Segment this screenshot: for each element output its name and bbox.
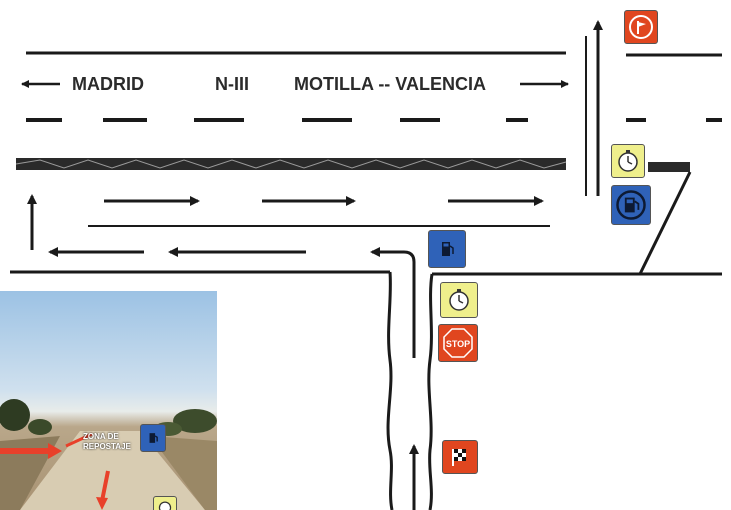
turn-arrow-west — [370, 247, 416, 358]
stopwatch-icon — [618, 150, 638, 172]
label-madrid: MADRID — [72, 74, 144, 94]
label-valencia: MOTILLA -- VALENCIA — [294, 74, 486, 94]
photo-stopwatch-sign — [153, 496, 177, 510]
label-road-name: N-III — [215, 74, 249, 94]
median-barrier-right — [648, 162, 690, 172]
stop-sign: STOP — [438, 324, 478, 362]
refuel-zone-note: ZONA DE REPOSTAJE — [83, 432, 131, 451]
finish-sign — [442, 440, 478, 474]
stopwatch-icon — [449, 289, 469, 311]
checkered-flag-icon — [452, 449, 466, 466]
stopwatch-icon — [158, 501, 172, 510]
stop-sign-text: STOP — [446, 339, 470, 349]
turn-right-sign — [624, 10, 658, 44]
stop-octagon-icon: STOP — [443, 328, 473, 358]
fuel-sign-top — [611, 185, 651, 225]
photo-fuel-sign — [140, 424, 166, 452]
stopwatch-sign-top — [611, 144, 645, 178]
slip-road — [638, 171, 692, 275]
stopwatch-sign-junction — [440, 282, 478, 318]
fuel-pump-icon — [442, 242, 454, 256]
fuel-pump-icon — [616, 190, 646, 220]
side-road-right-edge — [427, 273, 434, 510]
median-barrier — [15, 158, 567, 170]
fuel-sign-junction — [428, 230, 466, 268]
photo-scene — [0, 399, 217, 510]
side-road-left-edge — [386, 271, 394, 510]
flag-turn-right-icon — [629, 15, 653, 39]
fuel-pump-icon — [149, 433, 158, 443]
refuel-zone-photo: ZONA DE REPOSTAJE — [0, 291, 217, 510]
